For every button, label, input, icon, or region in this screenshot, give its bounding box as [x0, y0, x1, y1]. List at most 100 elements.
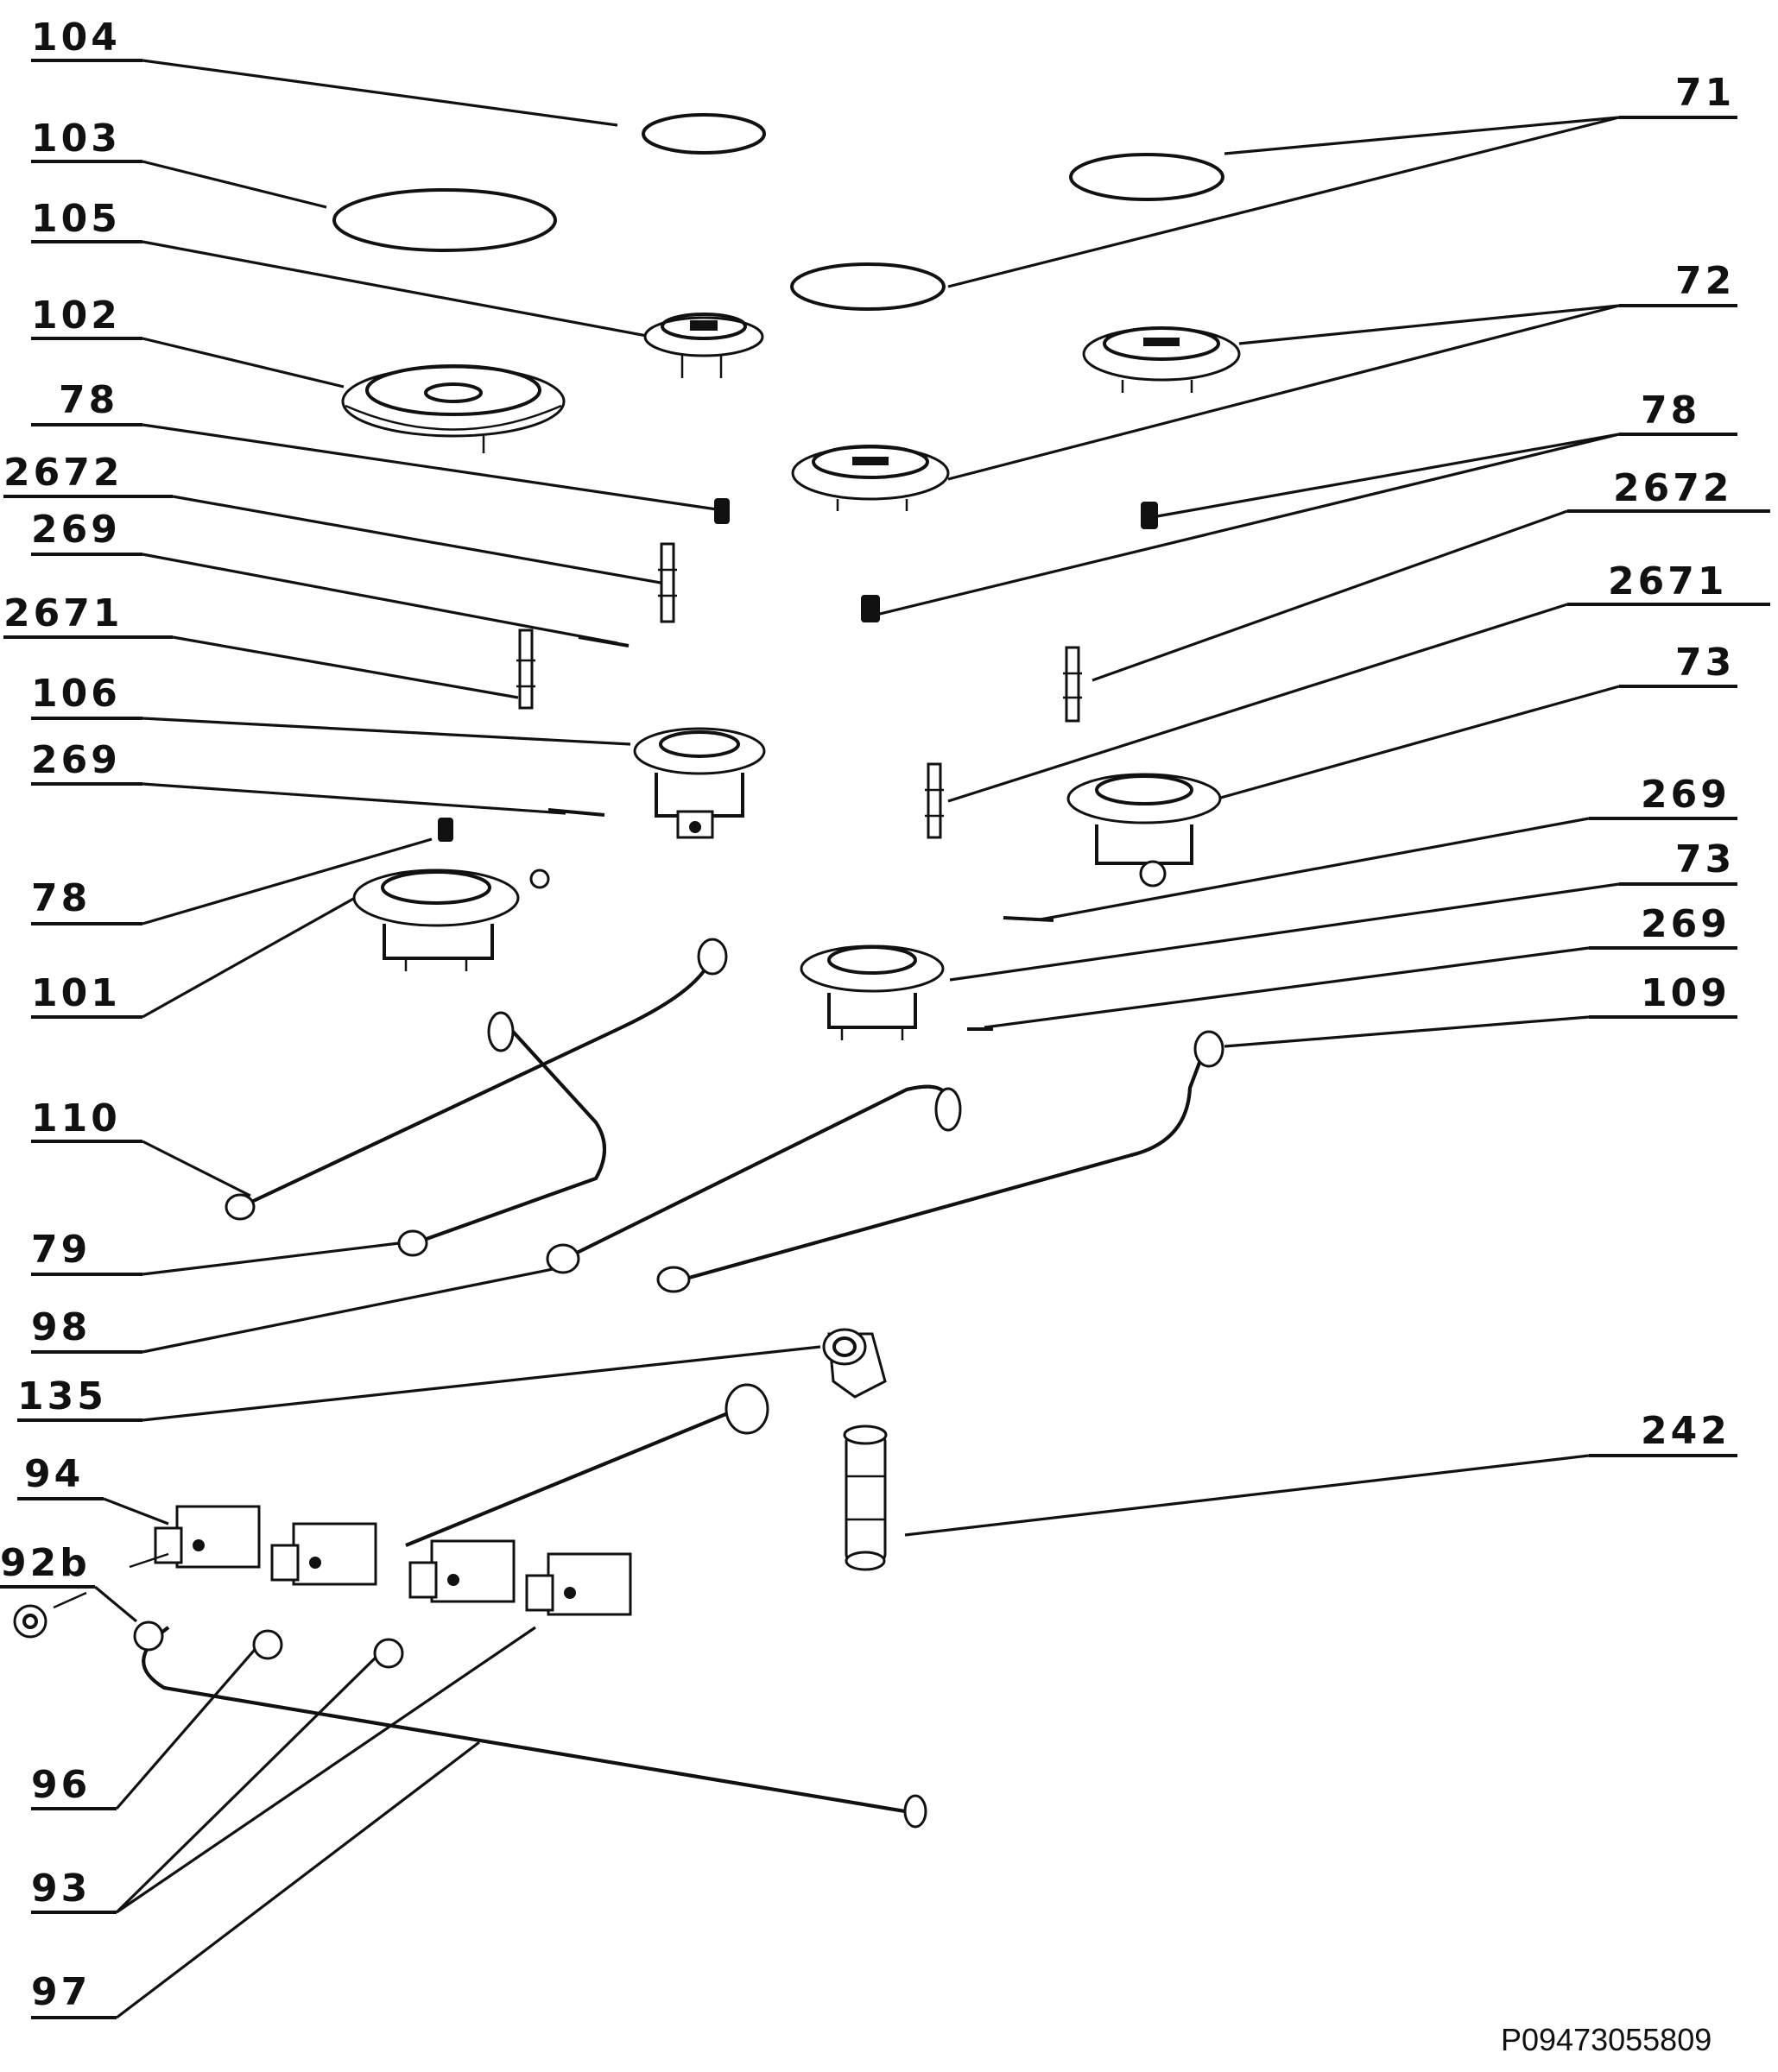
callout-102: 102: [31, 294, 345, 388]
part-gas-tube-98: [546, 1084, 962, 1274]
callout-label: 96: [31, 1763, 91, 1807]
callout-label: 269: [31, 508, 121, 552]
callout-73-upper: 73: [1217, 641, 1737, 800]
callout-label: 242: [1641, 1409, 1731, 1453]
part-electrode-2672-left: [658, 542, 677, 623]
callout-label: 269: [1641, 902, 1731, 946]
part-electrode-2671-left: [516, 629, 535, 710]
callout-label: 110: [31, 1096, 121, 1140]
part-clip-78-right-b: [861, 595, 880, 622]
part-burner-head-105: [643, 313, 764, 378]
part-burner-head-102: [341, 364, 566, 453]
callout-103: 103: [31, 117, 327, 209]
part-gas-tube-110: [225, 938, 728, 1221]
callout-label: 78: [1641, 388, 1700, 433]
callout-109: 109: [1224, 971, 1737, 1048]
callout-label: 102: [31, 294, 121, 338]
callout-label: 78: [59, 378, 118, 422]
callout-2671-right: 2671: [947, 559, 1770, 803]
callout-label: 2671: [3, 591, 123, 635]
callout-label: 269: [31, 738, 121, 782]
callout-label: 109: [1641, 971, 1731, 1015]
callout-98: 98: [31, 1266, 562, 1354]
callout-269-right-lower: 269: [984, 902, 1737, 1029]
callout-242: 242: [904, 1409, 1737, 1537]
part-burner-cup-101: [352, 869, 550, 971]
callout-105: 105: [31, 197, 661, 340]
callout-106: 106: [31, 672, 631, 746]
part-elbow-135: [822, 1328, 887, 1399]
part-burner-ring-large: [332, 188, 557, 252]
part-connector-242: [843, 1424, 888, 1571]
part-inlet-pipe: [405, 1383, 769, 1547]
part-screw-269-upper: [578, 635, 630, 648]
callout-78-left: 78: [31, 837, 433, 925]
part-gas-tube-79: [397, 1011, 606, 1257]
callout-label: 98: [31, 1305, 91, 1349]
callout-269-middle: 269: [31, 738, 566, 815]
callout-label: 103: [31, 117, 121, 161]
callout-label: 269: [1641, 773, 1731, 817]
callout-110: 110: [31, 1096, 251, 1197]
callout-label: 105: [31, 197, 121, 241]
part-washer-92b: [13, 1604, 47, 1639]
callout-label: 73: [1675, 641, 1735, 685]
callout-71: 71: [947, 71, 1737, 288]
callout-label: 72: [1675, 259, 1735, 303]
callout-label: 92b: [0, 1541, 91, 1585]
callout-135: 135: [17, 1345, 821, 1422]
callout-93: 93: [31, 1626, 536, 1914]
callout-label: 97: [31, 1970, 91, 2014]
part-electrode-2671-right: [925, 762, 944, 839]
callout-label: 104: [31, 16, 121, 60]
callout-label: 2671: [1608, 559, 1727, 603]
callout-97: 97: [31, 1740, 480, 2019]
callout-2672-right: 2672: [1091, 466, 1770, 682]
callout-72: 72: [947, 259, 1737, 481]
part-valve-94-d: [525, 1552, 632, 1616]
callout-79: 79: [31, 1228, 400, 1276]
document-code: P09473055809: [1501, 2022, 1712, 2057]
callout-label: 73: [1675, 837, 1735, 881]
part-clip-78-left-top: [714, 498, 730, 524]
callout-label: 2672: [1613, 466, 1732, 510]
callout-73-lower: 73: [949, 837, 1737, 982]
callout-2671-left: 2671: [3, 591, 519, 699]
callout-78-right: 78: [876, 388, 1737, 616]
callout-92b: 92b: [0, 1541, 138, 1623]
part-seal-93-a: [252, 1629, 283, 1660]
part-screw-269-middle: [547, 808, 605, 817]
callout-label: 71: [1675, 71, 1735, 115]
part-burner-cup-73-lower: [800, 944, 945, 1040]
part-burner-ring-71b: [790, 262, 946, 311]
callout-label: 94: [24, 1452, 84, 1496]
callout-2672-left: 2672: [3, 451, 661, 584]
part-clip-78-left: [438, 818, 453, 842]
callout-94: 94: [17, 1452, 169, 1526]
callout-101: 101: [31, 892, 364, 1019]
callout-104: 104: [31, 16, 618, 127]
callout-label: 93: [31, 1867, 91, 1911]
part-clip-78-right-a: [1141, 502, 1158, 529]
callout-label: 79: [31, 1228, 91, 1272]
part-burner-ring-small: [642, 113, 766, 155]
part-seal-96: [133, 1620, 164, 1652]
callout-label: 101: [31, 971, 121, 1015]
part-electrode-2672-right: [1063, 646, 1082, 723]
callout-269-right-upper: 269: [1040, 773, 1737, 921]
part-burner-cup-106: [633, 727, 766, 839]
part-valve-94-b: [270, 1522, 377, 1586]
callout-label: 78: [31, 876, 91, 920]
part-gas-tube-109: [656, 1030, 1224, 1293]
callout-label: 2672: [3, 451, 123, 495]
callout-label: 135: [17, 1374, 107, 1418]
part-burner-cup-73-upper: [1066, 773, 1222, 888]
part-screw-269-right-upper: [1003, 916, 1054, 922]
callout-78-top: 78: [31, 378, 718, 511]
part-burner-head-72b: [791, 445, 950, 511]
callout-96: 96: [31, 1643, 261, 1810]
part-valve-94-c: [408, 1539, 516, 1603]
part-seal-93-b: [373, 1638, 404, 1669]
part-valve-94-a: [129, 1505, 261, 1569]
